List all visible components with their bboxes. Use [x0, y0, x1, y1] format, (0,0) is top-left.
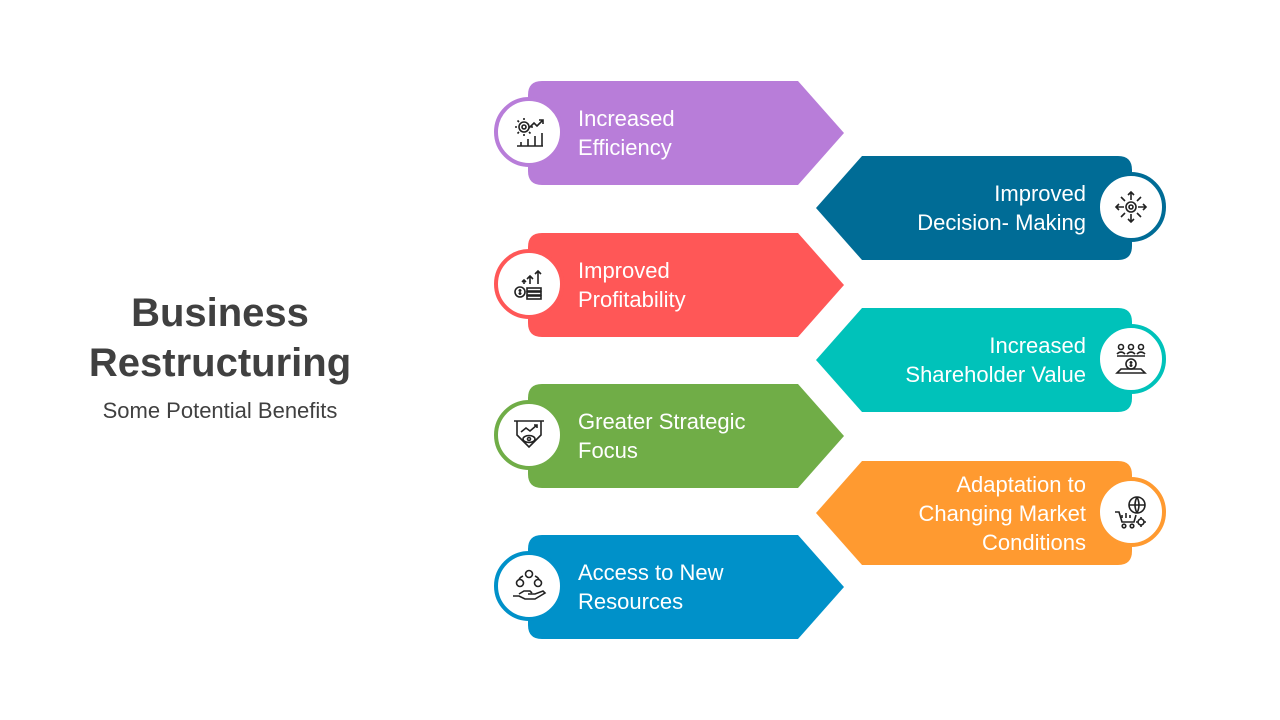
resources-hand-icon: [513, 569, 547, 600]
icon-circle: [1096, 324, 1166, 394]
icon-circle: [1096, 477, 1166, 547]
title-line-2: Restructuring: [88, 341, 352, 385]
icon-circle: [494, 400, 564, 470]
subtitle: Some Potential Benefits: [102, 398, 338, 423]
shareholders-icon: [1115, 343, 1147, 374]
profit-coins-icon: [514, 269, 542, 300]
title-line-1: Business: [131, 291, 309, 335]
icon-circle: [494, 97, 564, 167]
market-globe-cart-icon: [1115, 496, 1146, 529]
arrow-banner: [816, 308, 1132, 412]
strategy-board-icon: [514, 420, 544, 449]
arrow-banner: [816, 461, 1132, 565]
arrow-banner: [528, 535, 844, 639]
decision-arrows-icon: [1114, 190, 1148, 224]
icon-circle: [494, 249, 564, 319]
arrow-banner: [816, 156, 1132, 260]
title-block: Business Restructuring Some Potential Be…: [40, 288, 400, 424]
icon-circle: [1096, 172, 1166, 242]
efficiency-chart-gear-icon: [515, 118, 544, 147]
arrow-banner: [528, 81, 844, 185]
arrow-banner: [528, 384, 844, 488]
icon-circle: [494, 551, 564, 621]
arrow-banner: [528, 233, 844, 337]
